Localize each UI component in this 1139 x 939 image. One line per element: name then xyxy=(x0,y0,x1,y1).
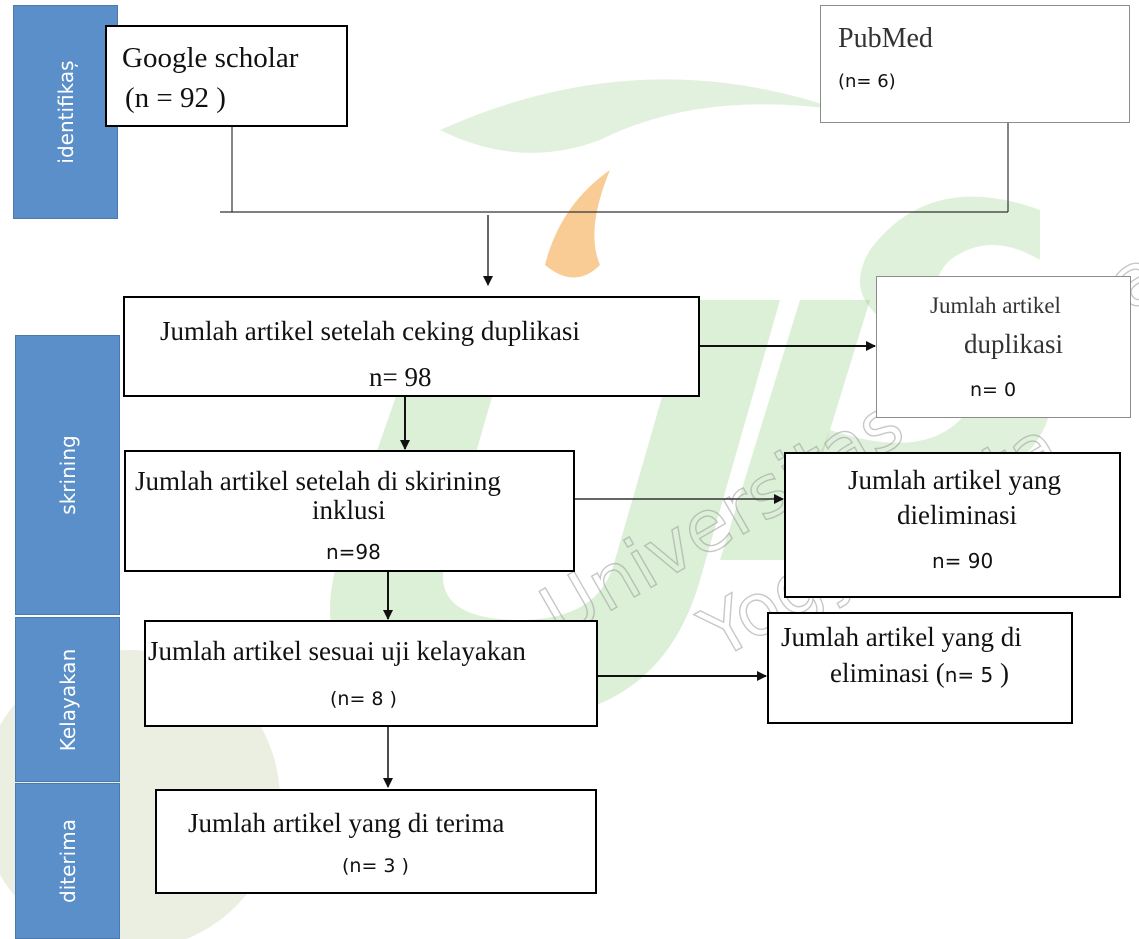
source-google-count: (n = 92 ) xyxy=(125,82,226,114)
stage-skrining-label: skrining xyxy=(55,435,80,515)
watermark-leaf xyxy=(440,79,840,153)
eligibility-box xyxy=(144,620,598,727)
watermark-letter-s xyxy=(800,196,1051,515)
accepted-count: (n= 3 ) xyxy=(342,855,409,877)
eliminated-screen-count: n= 90 xyxy=(932,549,994,573)
source-google-name: Google scholar xyxy=(122,42,299,74)
stage-diterima: diterima xyxy=(15,783,120,939)
eliminated-screen-title: Jumlah artikel yang xyxy=(848,465,1061,495)
accepted-box xyxy=(155,789,597,894)
duplicate-check-box xyxy=(123,296,700,397)
screening-box xyxy=(124,450,575,572)
eliminated-elig-prefix: eliminasi ( xyxy=(830,658,945,688)
stage-diterima-label: diterima xyxy=(55,819,80,903)
watermark-letter-i xyxy=(720,300,870,560)
stage-skrining: skrining xyxy=(15,335,120,615)
accepted-title: Jumlah artikel yang di terima xyxy=(188,808,505,838)
stage-kelayakan-label: Kelayakan xyxy=(55,648,80,751)
stage-kelayakan: Kelayakan xyxy=(15,617,120,782)
eligibility-count: (n= 8 ) xyxy=(330,688,397,710)
source-google-scholar-box xyxy=(105,25,348,127)
eliminated-elig-title: Jumlah artikel yang di xyxy=(781,622,1022,652)
eliminated-elig-suffix: ) xyxy=(993,658,1009,688)
watermark-letter-u xyxy=(330,300,780,720)
eliminated-screen-title-2: dieliminasi xyxy=(897,500,1017,530)
source-pubmed-count: (n= 6) xyxy=(838,71,896,92)
screening-title: Jumlah artikel setelah di skirining xyxy=(135,466,501,496)
eliminated-elig-count: n= 5 xyxy=(944,663,994,687)
eliminated-elig-box xyxy=(767,612,1073,724)
stage-identifikasi-label: identifikaș xyxy=(53,60,78,164)
watermark-flame xyxy=(545,170,610,278)
stage-identifikasi: identifikaș xyxy=(13,5,118,219)
duplicate-check-count: n= 98 xyxy=(369,362,432,392)
eliminated-elig-title-2: eliminasi (n= 5 ) xyxy=(830,660,1009,687)
screening-title-2: inklusi xyxy=(312,495,386,525)
screening-count: n=98 xyxy=(326,540,381,564)
source-pubmed-name: PubMed xyxy=(838,23,933,54)
duplicate-check-title: Jumlah artikel setelah ceking duplikasi xyxy=(160,316,580,346)
source-pubmed-box xyxy=(820,5,1130,123)
duplicates-title-2: duplikasi xyxy=(964,329,1063,359)
eliminated-screen-box xyxy=(784,452,1121,598)
duplicates-box xyxy=(876,276,1131,418)
duplicates-count: n= 0 xyxy=(970,379,1017,401)
duplicates-title: Jumlah artikel xyxy=(930,293,1061,318)
eligibility-title: Jumlah artikel sesuai uji kelayakan xyxy=(148,636,526,666)
